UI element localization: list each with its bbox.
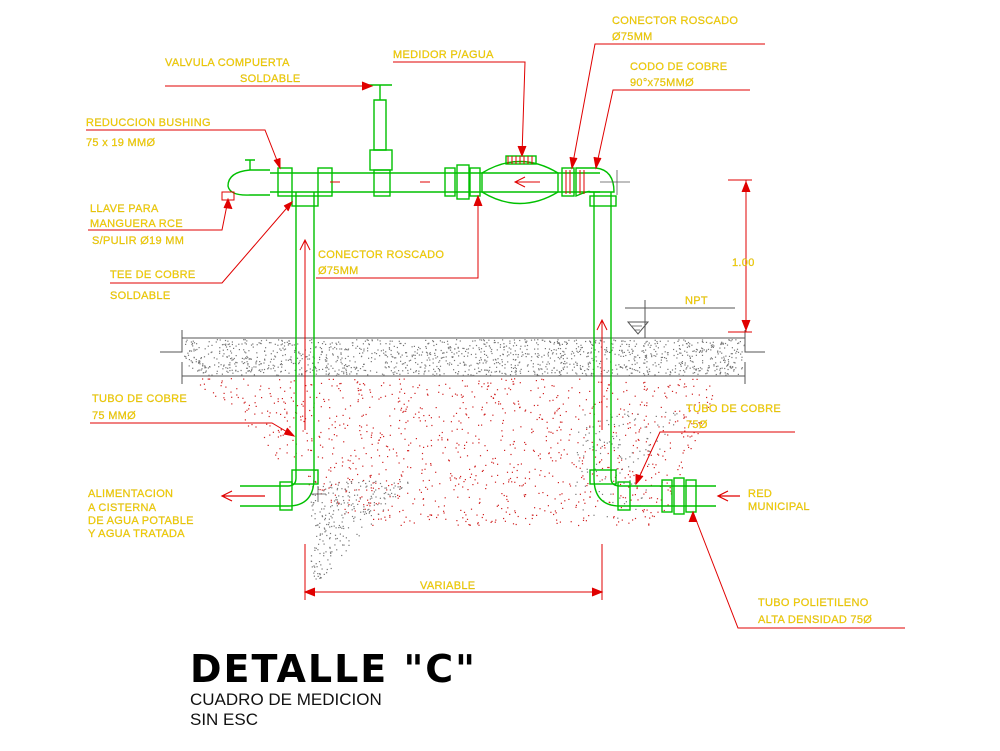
label-tubo-left-2: 75 MMØ (92, 410, 136, 422)
pipe-assembly (220, 84, 740, 515)
drawing-title: DETALLE "C" (190, 647, 477, 691)
drawing-subtitle: CUADRO DE MEDICION (190, 690, 382, 709)
annotation-labels: VALVULA COMPUERTA SOLDABLE MEDIDOR P/AGU… (86, 15, 872, 626)
label-codo-2: 90°x75MMØ (630, 77, 694, 89)
label-alimentacion-4: Y AGUA TRATADA (88, 528, 185, 540)
label-dim-height: 1.00 (732, 257, 755, 269)
label-tubo-left-1: TUBO DE COBRE (92, 393, 187, 405)
leader-lines (86, 43, 905, 629)
label-polietileno-2: ALTA DENSIDAD 75Ø (758, 614, 872, 626)
label-reduccion-2: 75 x 19 MMØ (86, 137, 155, 149)
dimension-height (728, 179, 752, 333)
concrete-slab (160, 330, 765, 384)
gravel-fill (310, 411, 678, 580)
drawing-scale-note: SIN ESC (190, 710, 259, 729)
label-llave-3: S/PULIR Ø19 MM (92, 235, 184, 247)
label-tee-2: SOLDABLE (110, 290, 170, 302)
label-valvula-2: SOLDABLE (240, 73, 300, 85)
label-npt: NPT (685, 295, 708, 307)
label-polietileno-1: TUBO POLIETILENO (758, 597, 869, 609)
label-tee-1: TEE DE COBRE (110, 269, 196, 281)
label-codo-1: CODO DE COBRE (630, 61, 727, 73)
label-conector-top-2: Ø75MM (612, 31, 653, 43)
label-conector-mid-2: Ø75MM (318, 265, 359, 277)
label-valvula-1: VALVULA COMPUERTA (165, 57, 290, 69)
label-llave-1: LLAVE PARA (90, 203, 159, 215)
label-red-2: MUNICIPAL (748, 501, 810, 513)
label-conector-top-1: CONECTOR ROSCADO (612, 15, 738, 27)
label-medidor: MEDIDOR P/AGUA (393, 49, 494, 61)
dimension-variable (303, 544, 604, 600)
label-conector-mid-1: CONECTOR ROSCADO (318, 249, 444, 261)
label-alimentacion-1: ALIMENTACION (88, 488, 173, 500)
soil-fill (199, 378, 714, 527)
label-tubo-right-2: 75Ø (686, 419, 708, 431)
label-tubo-right-1: TUBO DE COBRE (686, 403, 781, 415)
label-red-1: RED (748, 488, 772, 500)
label-variable: VARIABLE (420, 580, 475, 592)
label-alimentacion-2: A CISTERNA (88, 502, 157, 514)
label-alimentacion-3: DE AGUA POTABLE (88, 515, 194, 527)
label-llave-2: MANGUERA RCE (90, 218, 183, 230)
label-reduccion-1: REDUCCION BUSHING (86, 117, 211, 129)
npt-marker (625, 300, 735, 338)
